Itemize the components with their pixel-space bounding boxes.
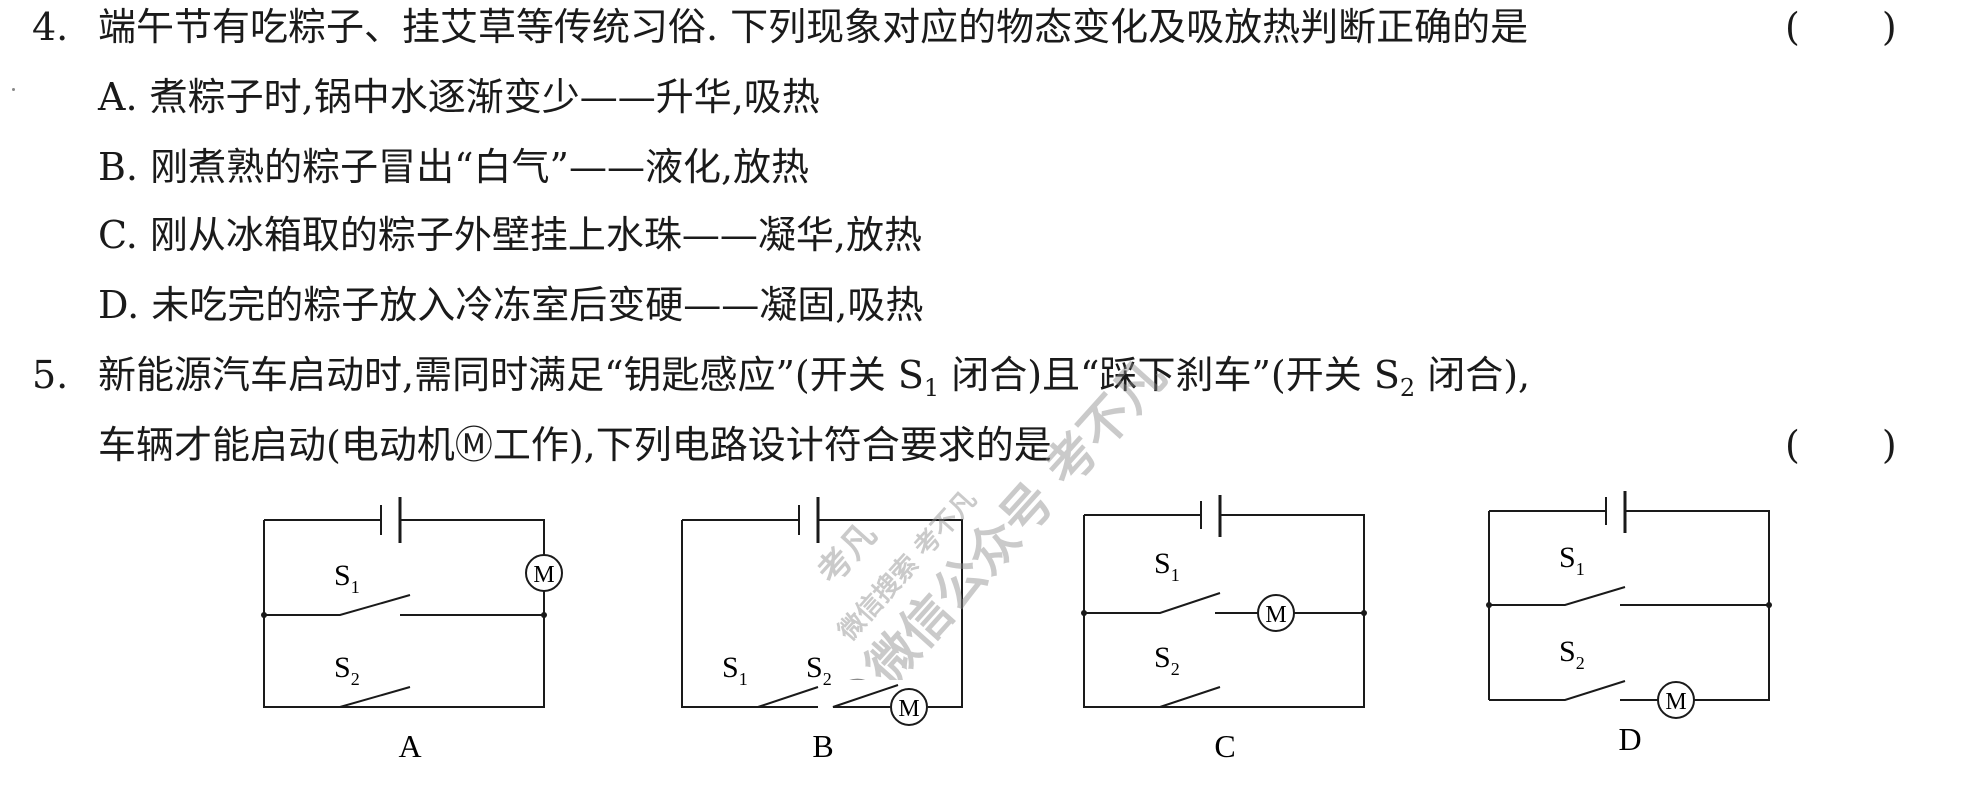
- switch-s2-label: S2: [1154, 641, 1180, 679]
- option-label: D.: [98, 283, 140, 327]
- circuit-label: B: [812, 728, 833, 764]
- motor-icon: [525, 554, 563, 592]
- switch-s1-label: S1: [1559, 541, 1585, 579]
- motor-label: M: [898, 696, 919, 722]
- circuit-label: D: [1618, 721, 1641, 757]
- answer-parentheses: (): [1785, 423, 1897, 467]
- option-label: C.: [98, 213, 138, 257]
- circuit-d-diagram: M S1 S2 D: [1486, 491, 1772, 757]
- switch-s2-label: S2: [334, 651, 360, 689]
- circuit-a[interactable]: M S1 S2 A: [250, 495, 580, 785]
- circuit-a-diagram: M S1 S2 A: [261, 497, 563, 764]
- option-label: B.: [98, 145, 139, 189]
- question-stem: 端午节有吃粽子、挂艾草等传统习俗. 下列现象对应的物态变化及吸放热判断正确的是: [98, 5, 1529, 49]
- answer-parentheses: (): [1785, 5, 1897, 49]
- motor-label: M: [533, 562, 554, 588]
- question-number: 4.: [32, 5, 69, 49]
- motor-icon: [1657, 681, 1695, 719]
- circuit-b[interactable]: M S1 S2 B: [668, 495, 998, 785]
- motor-icon: [890, 688, 928, 726]
- switch-s2-label: S2: [806, 651, 832, 689]
- option-text: 煮粽子时,锅中水逐渐变少——升华,吸热: [149, 75, 820, 119]
- question-stem-part2: 车辆才能启动(电动机Ⓜ工作),下列电路设计符合要求的是: [98, 423, 1052, 467]
- option-text: 刚从冰箱取的粽子外壁挂上水珠——凝华,放热: [149, 213, 922, 257]
- circuit-b-diagram: M S1 S2 B: [681, 497, 963, 764]
- circuit-c[interactable]: M S1 S2 C: [1070, 495, 1400, 785]
- motor-label: M: [1265, 602, 1286, 628]
- circuit-label: C: [1214, 728, 1235, 764]
- switch-s2-label: S2: [1559, 635, 1585, 673]
- option-label: A.: [98, 75, 138, 119]
- switch-s1-label: S1: [334, 559, 360, 597]
- circuit-d[interactable]: M S1 S2 D: [1475, 491, 1805, 785]
- switch-s1-label: S1: [722, 651, 748, 689]
- question-number: 5.: [32, 353, 69, 397]
- question-stem-part1: 新能源汽车启动时,需同时满足“钥匙感应”(开关 S1 闭合)且“踩下刹车”(开关…: [98, 353, 1531, 402]
- circuit-c-diagram: M S1 S2 C: [1081, 495, 1367, 764]
- scan-speck: [12, 88, 15, 91]
- option-text: 未吃完的粽子放入冷冻室后变硬——凝固,吸热: [151, 283, 924, 327]
- motor-icon: [1257, 594, 1295, 632]
- option-text: 刚煮熟的粽子冒出“白气”——液化,放热: [150, 145, 810, 189]
- circuit-label: A: [398, 728, 421, 764]
- motor-label: M: [1665, 689, 1686, 715]
- switch-s1-label: S1: [1154, 547, 1180, 585]
